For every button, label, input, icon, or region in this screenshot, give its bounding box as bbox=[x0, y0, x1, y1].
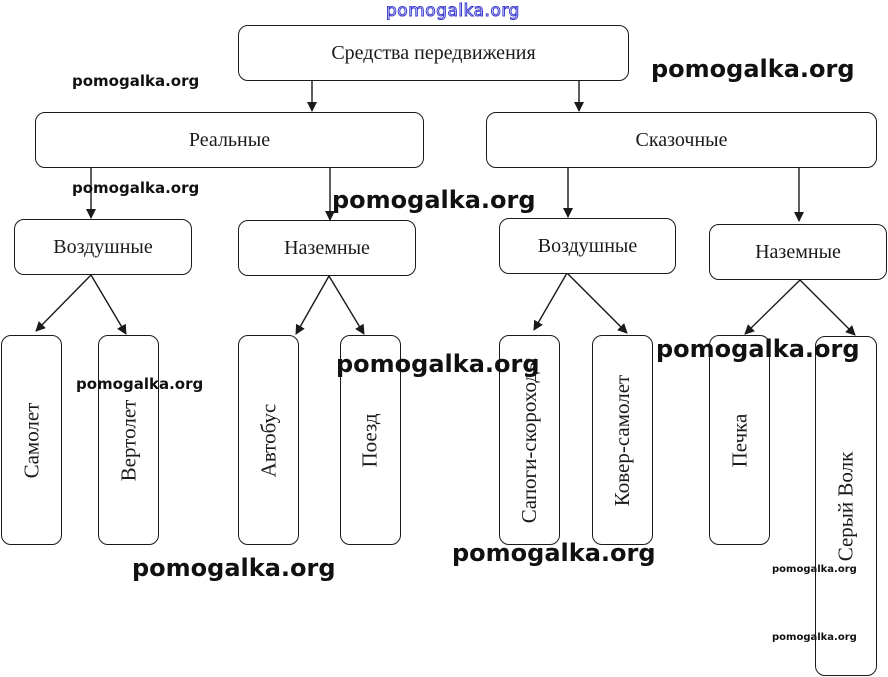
watermark: pomogalka.org bbox=[336, 350, 540, 378]
leaf-samolet: Самолет bbox=[1, 335, 62, 545]
watermark: pomogalka.org bbox=[386, 1, 520, 22]
leaf-avtobus-label: Автобус bbox=[256, 403, 281, 477]
node-real-air: Воздушные bbox=[14, 219, 192, 275]
leaf-avtobus: Автобус bbox=[238, 335, 299, 545]
watermark: pomogalka.org bbox=[332, 186, 536, 214]
leaf-pechka: Печка bbox=[709, 335, 770, 545]
edge-fairyair-kover bbox=[566, 272, 628, 334]
node-fairy: Сказочные bbox=[486, 112, 877, 168]
watermark: pomogalka.org bbox=[772, 632, 857, 643]
node-real-ground: Наземные bbox=[238, 220, 416, 276]
node-fairy-air: Воздушные bbox=[499, 218, 676, 274]
leaf-volk-label: Серый Волк bbox=[833, 451, 858, 561]
watermark: pomogalka.org bbox=[656, 335, 860, 363]
watermark: pomogalka.org bbox=[132, 554, 336, 582]
leaf-kover: Ковер-самолет bbox=[592, 335, 653, 545]
edge-ground-poezd bbox=[328, 275, 365, 335]
leaf-poezd-label: Поезд bbox=[357, 412, 382, 468]
leaf-vertolet-label: Вертолет bbox=[116, 399, 140, 481]
leaf-samolet-label: Самолет bbox=[19, 402, 44, 478]
node-real: Реальные bbox=[35, 112, 424, 168]
edge-ground-avtobus bbox=[295, 275, 330, 335]
node-fairy-ground: Наземные bbox=[709, 224, 887, 280]
edge-air-vertolet bbox=[90, 274, 127, 335]
watermark: pomogalka.org bbox=[76, 375, 204, 393]
leaf-kover-label: Ковер-самолет bbox=[610, 374, 634, 506]
leaf-pechka-label: Печка bbox=[726, 413, 751, 467]
edge-air-samolet bbox=[35, 274, 92, 332]
leaf-poezd: Поезд bbox=[340, 335, 401, 545]
node-fairy-air-label: Воздушные bbox=[537, 234, 638, 257]
node-fairy-ground-label: Наземные bbox=[755, 240, 841, 263]
leaf-sapogi: Сапоги-скороходы bbox=[499, 335, 560, 545]
leaf-vertolet: Вертолет bbox=[98, 335, 159, 545]
edge-fairyair-sapogi bbox=[533, 272, 568, 331]
node-real-ground-label: Наземные bbox=[284, 236, 370, 259]
node-real-label: Реальные bbox=[188, 128, 271, 151]
edge-fairyground-volk bbox=[799, 279, 856, 336]
watermark: pomogalka.org bbox=[452, 539, 656, 567]
watermark: pomogalka.org bbox=[651, 55, 855, 83]
watermark: pomogalka.org bbox=[72, 72, 200, 90]
leaf-sapogi-label: Сапоги-скороходы bbox=[517, 357, 541, 523]
node-fairy-label: Сказочные bbox=[635, 128, 728, 151]
watermark: pomogalka.org bbox=[72, 179, 200, 197]
edge-fairyground-pechka bbox=[744, 279, 801, 335]
node-root: Средства передвижения bbox=[238, 25, 629, 81]
node-real-air-label: Воздушные bbox=[53, 235, 153, 258]
leaf-volk: Серый Волк bbox=[815, 336, 877, 676]
watermark: pomogalka.org bbox=[772, 564, 857, 575]
node-root-label: Средства передвижения bbox=[331, 41, 536, 64]
